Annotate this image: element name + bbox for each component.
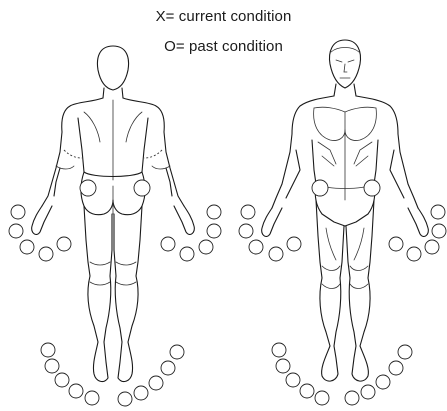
marker-front-left-thumb[interactable] xyxy=(389,237,403,251)
marker-back-left-toe-3[interactable] xyxy=(55,373,69,387)
marker-front-left-toe-3[interactable] xyxy=(376,375,390,389)
marker-front-left-toe-2[interactable] xyxy=(389,361,403,375)
marker-back-right-toe-1[interactable] xyxy=(170,345,184,359)
marker-back-right-toe-2[interactable] xyxy=(161,361,175,375)
marker-front-right-toe-2[interactable] xyxy=(276,359,290,373)
marker-back-left-finger-1[interactable] xyxy=(11,205,25,219)
marker-front-right-toe-4[interactable] xyxy=(300,384,314,398)
marker-back-left-toe-5[interactable] xyxy=(85,391,99,405)
marker-front-right-toe-5[interactable] xyxy=(315,391,329,405)
marker-front-right-hip[interactable] xyxy=(312,180,328,196)
body-back-view xyxy=(32,46,195,381)
marker-back-left-finger-2[interactable] xyxy=(9,224,23,238)
marker-front-right-finger-3[interactable] xyxy=(249,240,263,254)
marker-back-right-finger-3[interactable] xyxy=(199,240,213,254)
marker-front-right-finger-1[interactable] xyxy=(241,205,255,219)
marker-front-left-hip[interactable] xyxy=(364,180,380,196)
marker-back-right-finger-1[interactable] xyxy=(207,205,221,219)
marker-front-right-toe-3[interactable] xyxy=(286,373,300,387)
marker-back-right-finger-4[interactable] xyxy=(180,247,194,261)
marker-front-left-finger-1[interactable] xyxy=(431,205,445,219)
marker-front-left-finger-2[interactable] xyxy=(432,224,446,238)
marker-back-left-toe-1[interactable] xyxy=(41,343,55,357)
marker-back-left-finger-4[interactable] xyxy=(39,247,53,261)
marker-back-right-finger-2[interactable] xyxy=(207,224,221,238)
marker-front-right-finger-4[interactable] xyxy=(269,247,283,261)
marker-front-left-toe-5[interactable] xyxy=(345,391,359,405)
marker-front-right-toe-1[interactable] xyxy=(272,343,286,357)
marker-back-right-thumb[interactable] xyxy=(161,237,175,251)
marker-back-left-toe-4[interactable] xyxy=(69,384,83,398)
marker-front-right-finger-2[interactable] xyxy=(239,224,253,238)
marker-front-left-finger-4[interactable] xyxy=(407,247,421,261)
marker-back-right-toe-5[interactable] xyxy=(118,392,132,406)
marker-front-left-toe-4[interactable] xyxy=(361,385,375,399)
marker-back-right-hip[interactable] xyxy=(134,180,150,196)
body-front-view xyxy=(262,40,429,381)
marker-front-right-thumb[interactable] xyxy=(287,237,301,251)
marker-front-left-toe-1[interactable] xyxy=(398,345,412,359)
marker-back-left-toe-2[interactable] xyxy=(45,359,59,373)
marker-front-left-finger-3[interactable] xyxy=(425,240,439,254)
marker-back-left-hip[interactable] xyxy=(80,180,96,196)
marker-back-left-thumb[interactable] xyxy=(57,237,71,251)
marker-back-right-toe-4[interactable] xyxy=(134,386,148,400)
marker-back-right-toe-3[interactable] xyxy=(149,376,163,390)
marker-back-left-finger-3[interactable] xyxy=(20,240,34,254)
